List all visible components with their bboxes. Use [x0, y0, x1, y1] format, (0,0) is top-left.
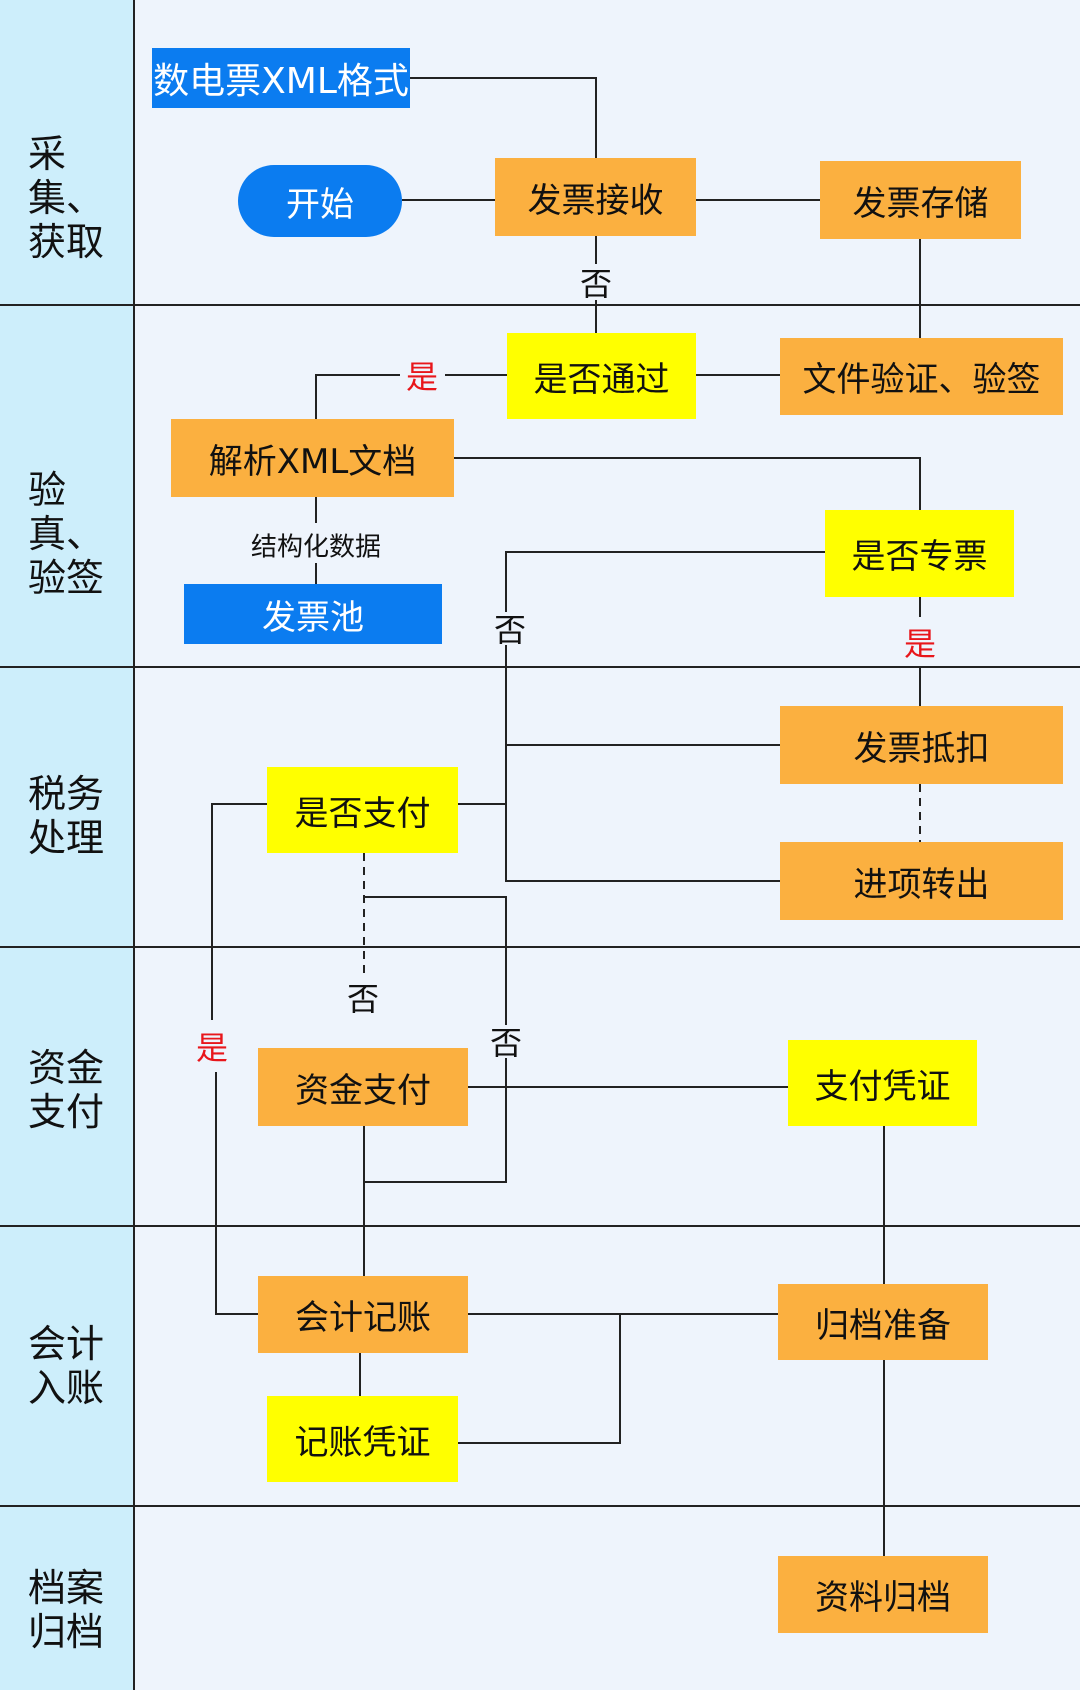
node-file-verify: 文件验证、验签: [780, 338, 1063, 415]
lane-bg-collect: [0, 0, 135, 305]
lane-bg-archive: [0, 1506, 135, 1690]
lane-bg-tax: [0, 667, 135, 947]
node-book-voucher: 记账凭证: [267, 1396, 458, 1482]
node-transfer-out: 进项转出: [780, 842, 1063, 920]
lane-divider: [0, 946, 1080, 948]
connector-yes-to-parse: [315, 374, 400, 419]
label-structured-data: 结构化数据: [250, 532, 382, 563]
connector-parse-to-special: [454, 457, 921, 510]
node-pass-check: 是否通过: [507, 333, 696, 419]
lane-divider: [0, 1505, 1080, 1507]
node-pay-voucher: 支付凭证: [788, 1040, 977, 1126]
connector-paycheck-to-no-right: [364, 896, 507, 1025]
connector-special-to-no: [505, 551, 825, 612]
node-archive: 资料归档: [778, 1556, 988, 1633]
lane-divider: [0, 304, 1080, 306]
lane-label-archive: 档案 归档: [28, 1566, 105, 1654]
connector-paycheck-to-yes: [211, 803, 267, 1020]
node-pay-check: 是否支付: [267, 767, 458, 853]
connector-no-to-transfer: [505, 645, 780, 882]
label-yes-pass: 是: [405, 358, 439, 396]
connector-bookvoucher-to-join: [458, 1314, 621, 1444]
lane-divider: [0, 666, 1080, 668]
label-yes-special: 是: [903, 625, 937, 663]
node-invoice-pool: 发票池: [184, 584, 442, 644]
node-bookkeeping: 会计记账: [258, 1276, 468, 1353]
label-no-pay-right: 否: [489, 1024, 523, 1062]
node-archive-prep: 归档准备: [778, 1284, 988, 1360]
node-xml-format: 数电票XML格式: [152, 48, 410, 108]
lane-label-accounting: 会计 入账: [28, 1322, 105, 1410]
label-no-pay-left: 否: [346, 980, 380, 1018]
lane-label-fund: 资金 支付: [28, 1046, 105, 1134]
label-yes-pay: 是: [195, 1029, 229, 1067]
lane-label-tax: 税务 处理: [28, 772, 105, 860]
node-invoice-store: 发票存储: [820, 161, 1021, 239]
node-invoice-deduct: 发票抵扣: [780, 706, 1063, 784]
label-no-special: 否: [493, 611, 527, 649]
node-invoice-receive: 发票接收: [495, 158, 696, 236]
node-parse-xml: 解析XML文档: [171, 419, 454, 497]
lane-bg-fund: [0, 947, 135, 1226]
lane-divider: [0, 1225, 1080, 1227]
lane-bg-verify: [0, 305, 135, 667]
connector-yes-to-bookkeep: [215, 1072, 258, 1315]
node-special-check: 是否专票: [825, 510, 1014, 597]
lane-bg-accounting: [0, 1226, 135, 1506]
node-fund-pay: 资金支付: [258, 1048, 468, 1126]
lane-label-verify: 验真、 验签: [28, 468, 105, 600]
lane-label-collect: 采集、 获取: [28, 132, 105, 264]
lane-divider-vertical: [133, 0, 135, 1690]
label-no-receive: 否: [579, 265, 613, 303]
connector-xml-to-receive: [410, 77, 597, 158]
node-start: 开始: [238, 165, 402, 237]
connector-no-right-to-accounting: [364, 1058, 507, 1183]
